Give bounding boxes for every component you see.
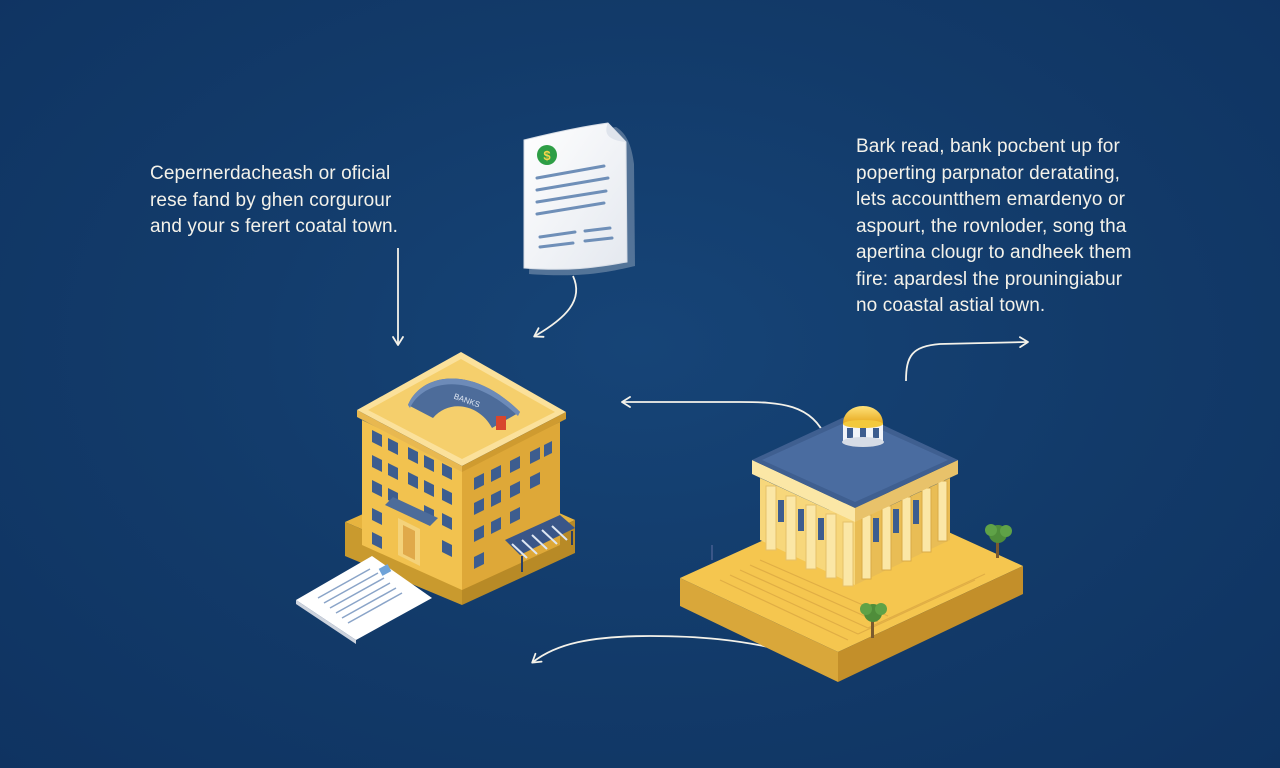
document-icon: $ xyxy=(523,122,635,276)
office-building-icon: BANKS xyxy=(296,352,575,644)
bank-dome-icon xyxy=(842,406,884,447)
left-caption-line: and your s ferert coatal town. xyxy=(150,216,399,237)
arrow-bank-to-right-caption xyxy=(905,336,1029,382)
right-caption-line: lets accountthem emardenyo or xyxy=(856,189,1126,210)
right-caption-line: apertina clougr to andheek them xyxy=(856,242,1132,263)
right-caption-line: fire: apardesl the prouningiabur xyxy=(856,268,1123,290)
right-caption-line: aspourt, the rovnloder, song tha xyxy=(856,215,1127,237)
tree-icon xyxy=(860,603,887,638)
right-caption-line: Bark read, bank pocbent up for xyxy=(856,136,1120,157)
arrow-document-to-office xyxy=(533,275,578,338)
left-caption-line: Cepernerdacheash or oficial xyxy=(150,163,391,184)
tree-icon xyxy=(985,524,1012,558)
left-caption: Cepernerdacheash or oficial rese fand by… xyxy=(150,161,398,241)
arrow-bank-outflow xyxy=(531,635,783,664)
right-caption-line: poperting parpnator deratating, xyxy=(856,162,1121,184)
arrow-bank-to-office xyxy=(621,396,827,439)
dollar-badge-icon: $ xyxy=(537,145,557,165)
right-caption: Bark read, bank pocbent up for poperting… xyxy=(856,134,1132,320)
left-caption-line: rese fand by ghen corgurour xyxy=(150,189,392,211)
right-caption-line: no coastal astial town. xyxy=(856,295,1046,316)
bank-building-icon xyxy=(680,406,1023,682)
dollar-symbol: $ xyxy=(543,148,551,163)
